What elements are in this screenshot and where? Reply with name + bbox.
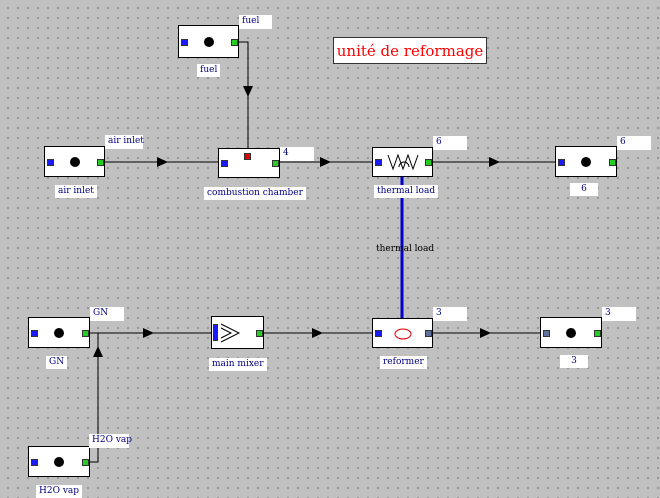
- source-dot-icon: [70, 157, 80, 167]
- sink-3-in-port[interactable]: [543, 330, 550, 337]
- gn-block[interactable]: [28, 317, 90, 348]
- sink-6-tag: 6: [617, 136, 651, 150]
- fuel-block[interactable]: [178, 25, 239, 58]
- diagram-title: unité de reformage: [333, 37, 487, 64]
- gn-label: GN: [46, 356, 68, 369]
- arrow-head: [243, 86, 253, 97]
- air-inlet-label: air inlet: [55, 185, 97, 198]
- reformer-tag: 3: [433, 307, 467, 321]
- fuel-tag: fuel: [239, 15, 272, 29]
- thermal-load-out-port[interactable]: [425, 159, 432, 166]
- arrow-head: [320, 157, 331, 167]
- link-h2o-to-mixer[interactable]: [89, 333, 99, 463]
- arrow-head: [480, 328, 491, 338]
- heat-exchanger-icon: [387, 153, 419, 171]
- sink-3-label: 3: [560, 355, 588, 368]
- air-inlet-tag: air inlet: [105, 135, 144, 149]
- combustion-chamber-label: combustion chamber: [204, 187, 306, 200]
- air-inlet-out-port[interactable]: [97, 159, 104, 166]
- sink-dot-icon: [566, 328, 576, 338]
- combustion-out-port[interactable]: [272, 160, 279, 167]
- sink-dot-icon: [581, 157, 591, 167]
- sink-3-out-port[interactable]: [594, 330, 601, 337]
- arrow-head: [489, 157, 500, 167]
- thermal-load-in-port[interactable]: [375, 159, 382, 166]
- source-dot-icon: [54, 328, 64, 338]
- gn-tag: GN: [90, 307, 124, 321]
- h2o-vap-tag: H2O vap: [89, 434, 132, 448]
- h2o-vap-out-port[interactable]: [82, 459, 89, 466]
- thermal-link-label: thermal load: [376, 244, 435, 254]
- reformer-in-port[interactable]: [375, 330, 382, 337]
- h2o-vap-label: H2O vap: [36, 485, 83, 498]
- source-dot-icon: [204, 37, 214, 47]
- sink-6-out-port[interactable]: [609, 159, 616, 166]
- gn-out-port[interactable]: [82, 330, 89, 337]
- sink-6-in-port[interactable]: [558, 159, 565, 166]
- combustion-chamber-block[interactable]: [218, 148, 280, 178]
- combustion-chamber-tag: 4: [280, 147, 314, 161]
- reformer-block[interactable]: [372, 318, 433, 348]
- combustion-port-icon[interactable]: [244, 153, 251, 160]
- fuel-out-port[interactable]: [231, 39, 238, 46]
- mixer-inlet-bar[interactable]: [213, 324, 218, 341]
- thermal-load-tag: 6: [433, 136, 467, 150]
- gn-in-port[interactable]: [31, 330, 38, 337]
- arrow-head: [312, 328, 323, 338]
- link-fuel-to-combustion[interactable]: [237, 41, 249, 150]
- sink-6-label: 6: [570, 183, 598, 196]
- h2o-vap-in-port[interactable]: [31, 459, 38, 466]
- main-mixer-block[interactable]: [211, 316, 264, 349]
- combustion-in-port[interactable]: [221, 160, 228, 167]
- air-inlet-block[interactable]: [44, 146, 105, 177]
- mixer-icon: [220, 323, 241, 343]
- arrow-head: [93, 346, 103, 357]
- source-dot-icon: [54, 457, 64, 467]
- sink-3-tag: 3: [602, 307, 636, 321]
- reformer-out-port[interactable]: [425, 330, 432, 337]
- h2o-vap-block[interactable]: [28, 446, 90, 477]
- air-inlet-in-port[interactable]: [47, 159, 54, 166]
- thermal-load-label: thermal load: [374, 185, 439, 198]
- reformer-icon: [394, 328, 412, 340]
- arrow-head: [157, 157, 168, 167]
- main-mixer-label: main mixer: [209, 358, 267, 371]
- fuel-in-port[interactable]: [181, 39, 188, 46]
- arrow-head: [143, 328, 154, 338]
- fuel-label: fuel: [197, 64, 221, 77]
- thermal-load-block[interactable]: [372, 147, 433, 177]
- main-mixer-out-port[interactable]: [256, 330, 263, 337]
- reformer-label: reformer: [380, 356, 427, 369]
- sink-6-block[interactable]: [555, 146, 617, 177]
- sink-3-block[interactable]: [540, 317, 602, 348]
